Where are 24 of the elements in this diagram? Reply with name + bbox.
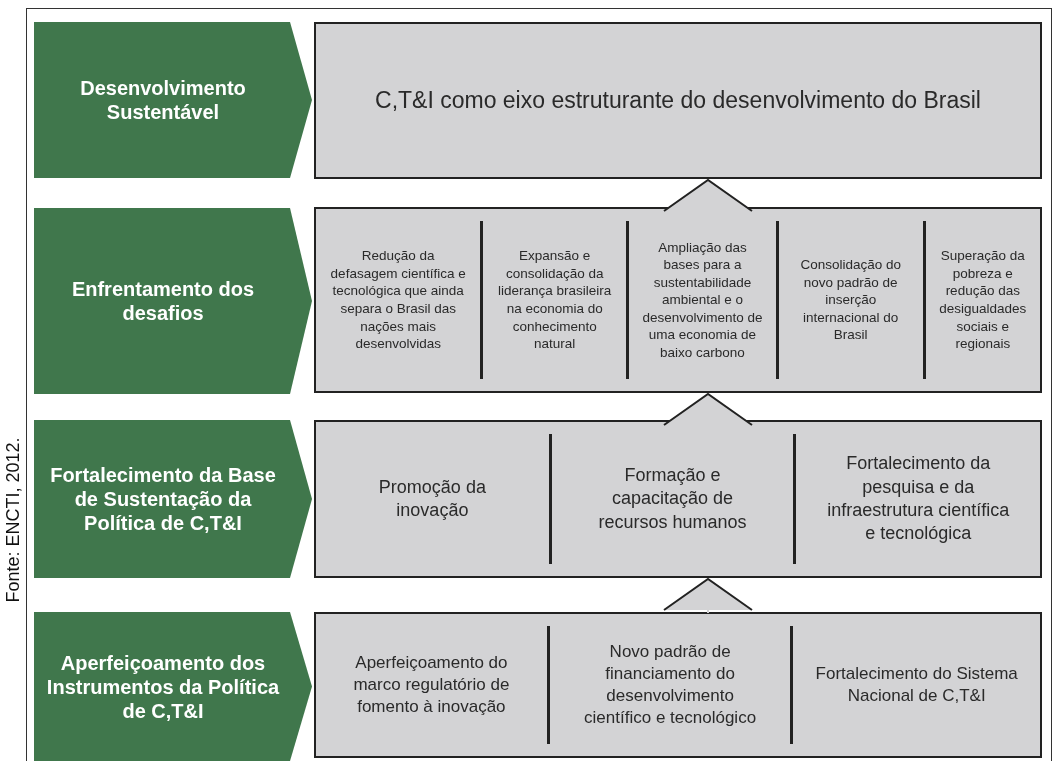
content-box — [314, 207, 1042, 393]
content-box — [314, 420, 1042, 578]
column-text: C,T&I como eixo estruturante do desenvolvimento do Brasil — [374, 85, 982, 115]
content-box — [314, 22, 1042, 179]
column-text: Aperfeiçoamento do marco regulatório de fomento à inovação — [352, 651, 511, 719]
column-text: Superação da pobreza e redução das desigualdades sociais e regionais — [938, 247, 1028, 353]
column-text: Fortalecimento da pesquisa e da infraestrutura científica e tecnológica — [826, 452, 1011, 546]
chevron-heading: Enfrentamento dos desafios — [34, 208, 312, 394]
column-text: Ampliação das bases para a sustentabilidade ambiental e o desenvolvimento de uma economia de baixo carbono — [641, 238, 764, 362]
content-box — [314, 612, 1042, 758]
peak-arrow — [663, 179, 753, 212]
column-text: Formação e capacitação de recursos humanos — [597, 463, 748, 534]
column-text: Redução da defasagem científica e tecnológica que ainda separa o Brasil das nações mais desenvolvidas — [329, 247, 467, 353]
peak-arrow — [663, 393, 753, 426]
column-text: Expansão e consolidação da liderança brasileira na economia do conhecimento natural — [497, 247, 613, 353]
chevron-heading: Desenvolvimento Sustentável — [34, 22, 312, 178]
peak-arrow — [663, 578, 753, 614]
column-text: Novo padrão de financiamento do desenvolvimento científico e tecnológico — [583, 640, 758, 730]
column-text: Promoção da inovação — [377, 475, 487, 522]
chevron-heading: Fortalecimento da Base de Sustentação da Política de C,T&I — [34, 420, 312, 578]
column-text: Fortalecimento do Sistema Nacional de C,T&I — [814, 662, 1019, 707]
column-text: Consolidação do novo padrão de inserção internacional do Brasil — [799, 256, 902, 344]
source-note: Fonte: ENCTI, 2012. — [2, 437, 24, 603]
chevron-heading: Aperfeiçoamento dos Instrumentos da Política de C,T&I — [34, 612, 312, 761]
